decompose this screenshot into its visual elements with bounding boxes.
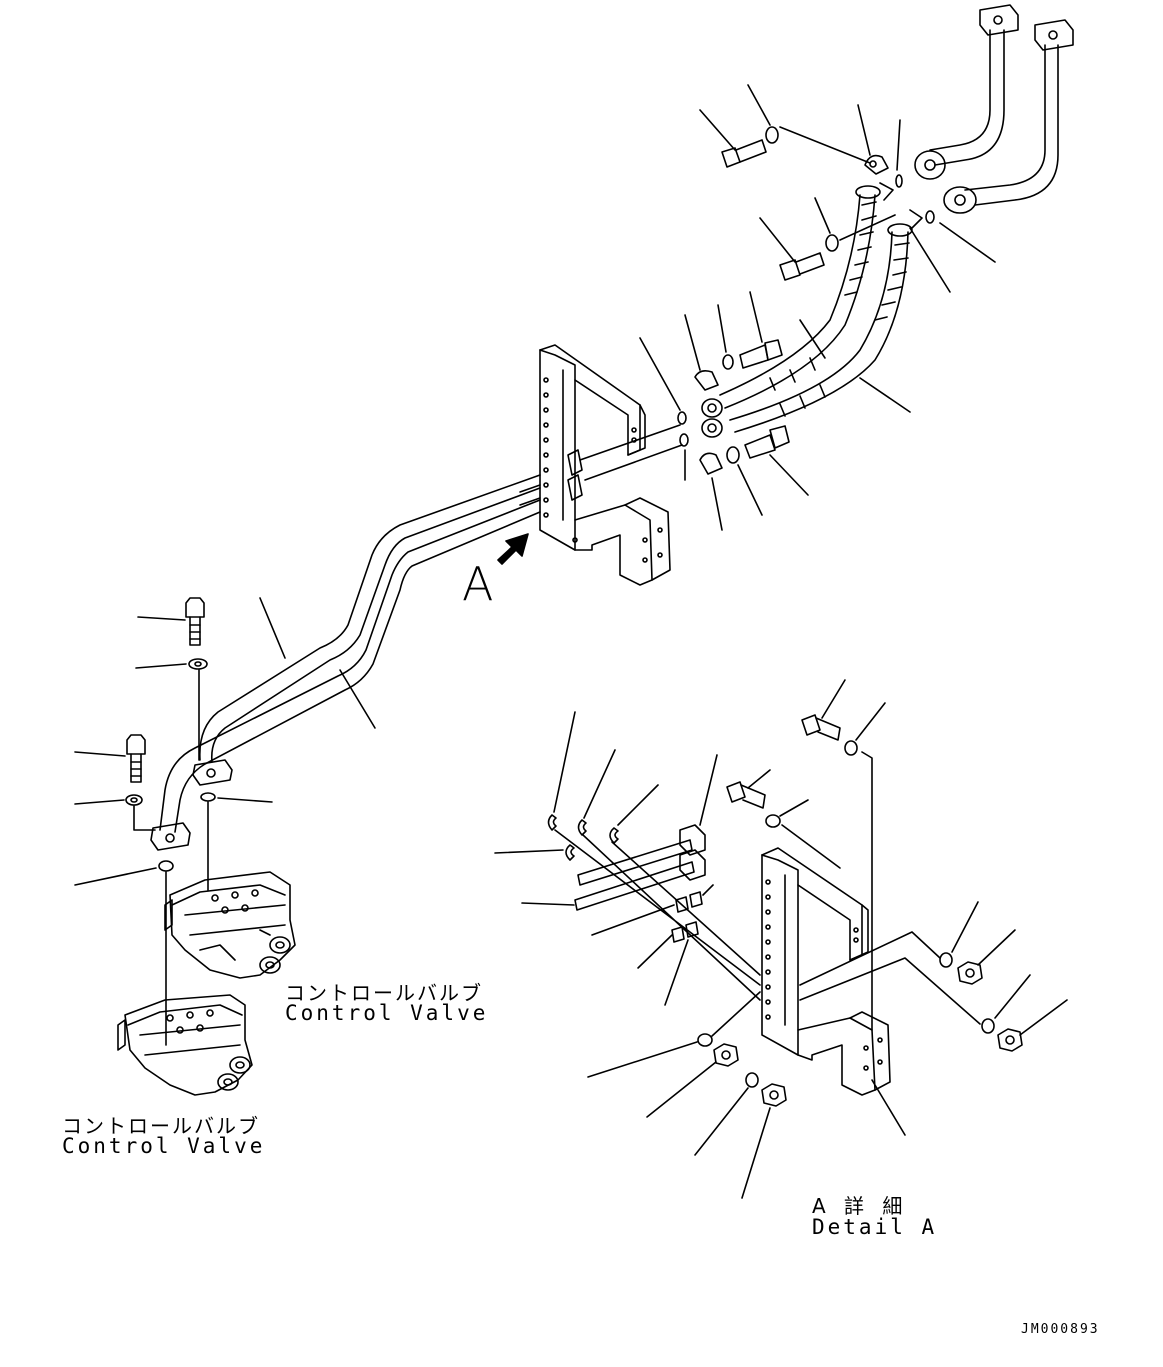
pipe-flange-top-left: [979, 4, 1019, 36]
detail-a-bracket: [761, 847, 906, 1136]
control-valve-2: [117, 994, 253, 1096]
detail-washer-right-1: [799, 901, 979, 986]
detail-bolt-upper: [801, 679, 846, 741]
detail-nut-right-1: [957, 929, 1016, 985]
drawing-code: JM000893: [1021, 1322, 1100, 1337]
detail-a-label-en: Detail A: [812, 1215, 938, 1239]
clamp-mid-lower: [699, 452, 723, 531]
detail-washer-left-1: [587, 991, 761, 1078]
oring-upper-2: [925, 210, 996, 263]
detail-a-spacers: [591, 884, 714, 1006]
detail-washer-mid: [765, 799, 841, 869]
view-arrow-a: [497, 533, 529, 565]
tube-flange-upper: [192, 759, 233, 786]
pipe-flange-left: [914, 150, 946, 180]
bolt-mid-lower: [744, 425, 809, 496]
washer-mid-lower: [726, 446, 763, 516]
pipe-clamp-upper: [857, 104, 889, 175]
washer-left-upper: [135, 658, 208, 761]
oring-left-1: [200, 792, 273, 803]
washer-left-lower: [74, 794, 156, 831]
detail-a-label-ja: A 詳 細: [812, 1194, 909, 1218]
upper-steel-pipes: [914, 4, 1074, 214]
bolt-mid-upper: [739, 291, 783, 369]
detail-a-pipe-segments: [521, 754, 718, 911]
oring-upper-1: [895, 119, 903, 188]
pipe-flange-right: [943, 186, 977, 214]
detail-bolt-mid: [726, 769, 771, 809]
control-valve-2-label-ja: コントロールバルブ: [62, 1114, 260, 1138]
tube-flange-lower: [150, 822, 191, 851]
hose-bracket-main: [539, 344, 671, 586]
detail-washer-upper: [844, 702, 886, 1031]
oring-left-2: [74, 860, 174, 886]
washer-upper-2: [814, 197, 896, 252]
control-valve-1: [164, 871, 296, 979]
detail-nut-right-2: [997, 999, 1068, 1052]
detail-washer-right-2: [799, 957, 1031, 1034]
bolt-left-lower: [74, 734, 146, 783]
pipe-flange-top-right: [1034, 19, 1074, 51]
detail-nut-left-1: [646, 1043, 739, 1118]
bolt-upper-2: [759, 217, 825, 281]
bolt-upper-1: [699, 109, 767, 168]
detail-nut-left-2: [741, 1083, 787, 1199]
leader-fitting-right: [909, 227, 951, 293]
oring-mid: [579, 337, 689, 481]
washer-mid-upper: [717, 304, 734, 370]
hydraulic-hose-pair: [701, 182, 923, 438]
detail-washer-left-2: [694, 1072, 759, 1156]
detail-a-u-clips: [494, 711, 761, 1001]
control-valve-1-label-ja: コントロールバルブ: [285, 981, 483, 1005]
clamp-mid-upper: [684, 314, 719, 391]
control-valve-1-label-en: Control Valve: [285, 1001, 489, 1025]
bolt-left-upper: [137, 597, 205, 646]
view-marker-label: A: [462, 557, 494, 611]
steel-tubes-long: [150, 474, 541, 851]
washer-upper-1: [747, 84, 871, 164]
control-valve-2-label-en: Control Valve: [62, 1134, 266, 1158]
